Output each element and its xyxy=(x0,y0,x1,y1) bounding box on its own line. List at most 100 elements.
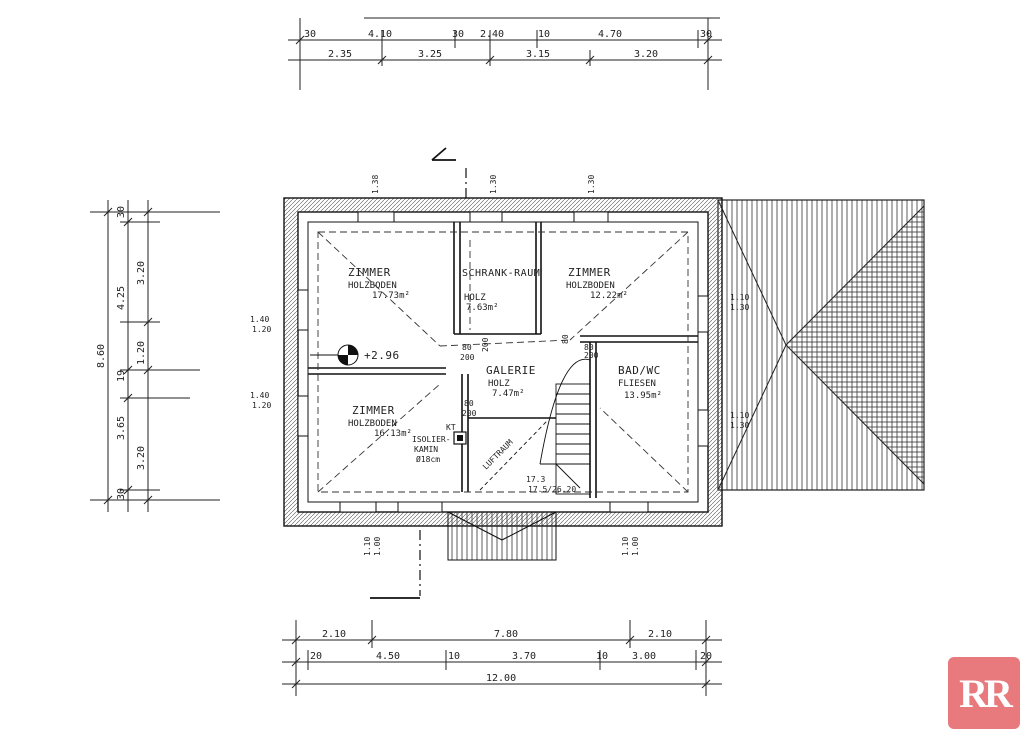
dim-bottom-r2-5: 3.00 xyxy=(632,651,656,662)
room-labels: ZIMMER HOLZBODEN 17.73m² SCHRANK-RAUM HO… xyxy=(348,266,662,439)
dim-bottom-r2-3: 3.70 xyxy=(512,651,536,662)
open-bottom-2: 1.10 xyxy=(621,537,630,556)
open-bottom-1: 1.00 xyxy=(373,537,382,556)
dim-bottom-r1-0: 2.10 xyxy=(322,629,346,640)
dim-top-r1-6: 30 xyxy=(700,29,712,40)
top-dimension-chain xyxy=(288,17,722,90)
open-left-2: 1.40 xyxy=(250,391,269,400)
room-3-name: GALERIE xyxy=(486,364,536,377)
room-0-area: 17.73m² xyxy=(372,291,410,301)
logo-text: RR xyxy=(959,670,1013,716)
open-top-1: 1.30 xyxy=(489,175,498,194)
entrance-canopy xyxy=(447,511,557,561)
chimney-code: KT xyxy=(446,423,456,432)
building-outline xyxy=(283,197,723,527)
room-1-name: SCHRANK-RAUM xyxy=(462,268,540,279)
left-dimension-labels: 8.60 30 4.25 19 3.65 30 3.20 1.20 3.20 xyxy=(96,206,147,500)
dim-left-mid-3: 3.65 xyxy=(116,416,127,440)
section-line xyxy=(370,147,467,599)
dim-left-mid-4: 30 xyxy=(116,488,127,500)
dim-left-inner-0: 3.20 xyxy=(136,261,147,285)
dim-bottom-r2-6: 20 xyxy=(700,651,712,662)
dim-bottom-r2-0: 20 xyxy=(310,651,322,662)
chimney-line2: KAMIN xyxy=(414,445,438,454)
room-2-floor: HOLZBODEN xyxy=(566,281,615,291)
dim-bottom-r1-2: 2.10 xyxy=(648,629,672,640)
stair-spec: 17.5/26.20 xyxy=(528,485,576,494)
open-bottom-3: 1.00 xyxy=(631,537,640,556)
open-left-0: 1.40 xyxy=(250,315,269,324)
open-inner-4: 80 xyxy=(584,343,594,352)
top-dimension-labels: 30 4.10 30 2.40 10 4.70 30 2.35 3.25 3.1… xyxy=(304,29,712,60)
dim-bottom-r1-1: 7.80 xyxy=(494,629,518,640)
room-5-name: ZIMMER xyxy=(352,404,395,417)
room-0-name: ZIMMER xyxy=(348,266,391,279)
dim-left-mid-0: 30 xyxy=(116,206,127,218)
room-1-area: 7.63m² xyxy=(466,303,499,313)
open-inner-6: 80 xyxy=(561,334,570,344)
dim-bottom-r3-0: 12.00 xyxy=(486,673,516,684)
roof-plan xyxy=(717,199,925,491)
dashed-outlines xyxy=(317,231,689,493)
dim-left-mid-2: 19 xyxy=(116,370,127,382)
room-4-area: 13.95m² xyxy=(624,391,662,401)
dim-top-r1-0: 30 xyxy=(304,29,316,40)
dim-top-r1-2: 30 xyxy=(452,29,464,40)
room-3-floor: HOLZ xyxy=(488,379,510,389)
dim-bottom-r2-2: 10 xyxy=(448,651,460,662)
open-right-0: 1.10 xyxy=(730,293,749,302)
level-marker: +2.96 xyxy=(310,344,399,366)
staircase xyxy=(479,358,591,495)
room-4-name: BAD/WC xyxy=(618,364,661,377)
chimney-line3: Ø18cm xyxy=(416,454,440,464)
dim-left-inner-1: 1.20 xyxy=(136,341,147,365)
dim-left-outer: 8.60 xyxy=(96,344,107,368)
open-right-1: 1.30 xyxy=(730,303,749,312)
chimney-line1: ISOLIER- xyxy=(412,435,451,444)
dim-bottom-r2-4: 10 xyxy=(596,651,608,662)
bottom-dimension-labels: 2.10 7.80 2.10 20 4.50 10 3.70 10 3.00 2… xyxy=(310,629,712,684)
left-dimension-chain xyxy=(90,200,220,512)
dim-top-r1-5: 4.70 xyxy=(598,29,622,40)
open-right-3: 1.30 xyxy=(730,421,749,430)
dim-bottom-r2-1: 4.50 xyxy=(376,651,400,662)
room-1-floor: HOLZ xyxy=(464,293,486,303)
opening-labels: 1.38 1.30 1.30 1.40 1.20 1.40 1.20 1.10 … xyxy=(250,175,749,556)
open-inner-2: 80 xyxy=(464,399,474,408)
dim-top-r2-1: 3.25 xyxy=(418,49,442,60)
open-inner-7: 200 xyxy=(481,337,490,352)
dim-top-r2-0: 2.35 xyxy=(328,49,352,60)
room-5-area: 16.13m² xyxy=(374,429,412,439)
company-logo: RR xyxy=(948,657,1020,729)
dim-top-r1-1: 4.10 xyxy=(368,29,392,40)
open-inner-5: 200 xyxy=(584,351,599,360)
open-inner-3: 200 xyxy=(462,409,477,418)
room-3-area: 7.47m² xyxy=(492,389,525,399)
dim-left-mid-1: 4.25 xyxy=(116,286,127,310)
room-4-floor: FLIESEN xyxy=(618,379,656,389)
chimney: KT ISOLIER- KAMIN Ø18cm xyxy=(412,423,467,464)
room-2-area: 12.22m² xyxy=(590,291,628,301)
room-5-floor: HOLZBODEN xyxy=(348,419,397,429)
dim-top-r1-4: 10 xyxy=(538,29,550,40)
open-top-0: 1.38 xyxy=(371,175,380,194)
interior-walls xyxy=(308,222,698,498)
room-2-name: ZIMMER xyxy=(568,266,611,279)
dim-top-r2-3: 3.20 xyxy=(634,49,658,60)
dim-top-r1-3: 2.40 xyxy=(480,29,504,40)
dim-top-r2-2: 3.15 xyxy=(526,49,550,60)
bottom-dimension-chain xyxy=(282,620,722,696)
open-left-3: 1.20 xyxy=(252,401,271,410)
section-label: L xyxy=(452,161,453,163)
stair-steps: 17.3 xyxy=(526,475,545,484)
open-bottom-0: 1.10 xyxy=(363,537,372,556)
dim-left-inner-2: 3.20 xyxy=(136,446,147,470)
open-inner-0: 80 xyxy=(462,343,472,352)
windows xyxy=(297,211,709,513)
open-left-1: 1.20 xyxy=(252,325,271,334)
open-top-2: 1.30 xyxy=(587,175,596,194)
room-0-floor: HOLZBODEN xyxy=(348,281,397,291)
open-right-2: 1.10 xyxy=(730,411,749,420)
